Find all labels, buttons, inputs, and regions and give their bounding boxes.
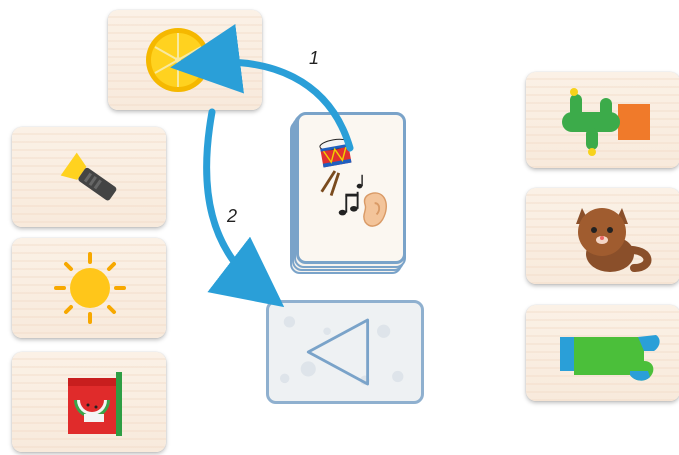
cactus-pot-icon <box>526 72 679 168</box>
lemon-slice-icon <box>108 10 262 110</box>
card-lemon[interactable] <box>108 10 262 110</box>
step-label-1: 1 <box>309 48 319 69</box>
watermelon-juice-box-icon <box>12 352 166 452</box>
flashlight-icon <box>12 127 166 227</box>
arrow-step-2 <box>207 112 262 290</box>
card-juice-box[interactable] <box>12 352 166 452</box>
drop-slot[interactable] <box>266 300 424 404</box>
drum-music-ear-icon <box>299 115 403 261</box>
card-deck[interactable] <box>290 112 408 274</box>
deck-top-card[interactable] <box>296 112 406 264</box>
sun-icon <box>12 238 166 338</box>
card-cat[interactable] <box>526 188 679 284</box>
triangle-play-icon <box>269 303 421 401</box>
sock-icon <box>526 305 679 401</box>
step-label-2: 2 <box>227 206 237 227</box>
card-flashlight[interactable] <box>12 127 166 227</box>
card-sun[interactable] <box>12 238 166 338</box>
cat-icon <box>526 188 679 284</box>
card-sock[interactable] <box>526 305 679 401</box>
card-cactus[interactable] <box>526 72 679 168</box>
